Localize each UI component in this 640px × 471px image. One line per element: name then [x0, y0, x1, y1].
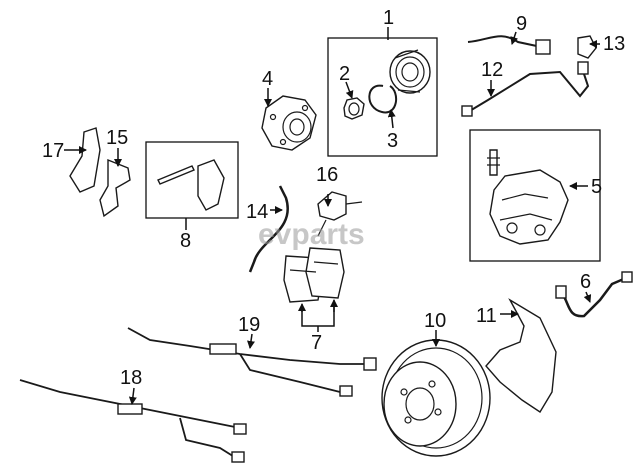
spring-clip-15	[99, 158, 131, 218]
leader-9	[510, 31, 519, 45]
leader-7	[301, 306, 335, 327]
leader-2	[345, 81, 354, 99]
callout-18: 18	[120, 367, 142, 389]
leader-18	[128, 387, 137, 405]
brake-rotor	[381, 339, 491, 457]
callout-8: 8	[180, 230, 191, 252]
splash-shield	[485, 298, 557, 413]
wiring-harness-19	[127, 327, 377, 397]
wiring-harness-18	[19, 379, 247, 463]
callout-14: 14	[246, 201, 268, 223]
pad-hardware	[157, 159, 225, 211]
wear-sensor-9	[467, 35, 551, 55]
callout-6: 6	[580, 271, 591, 293]
callout-13: 13	[603, 33, 625, 55]
callout-17: 17	[42, 140, 64, 162]
leader-19	[247, 333, 255, 349]
callout-2: 2	[339, 63, 350, 85]
callout-12: 12	[481, 59, 503, 81]
brake-caliper	[487, 149, 569, 245]
callout-19: 19	[238, 314, 260, 336]
brake-pads	[283, 247, 345, 303]
hub-nut	[343, 97, 365, 120]
callout-16: 16	[316, 164, 338, 186]
brake-line-12	[461, 61, 590, 117]
sensor-bracket-13	[577, 35, 597, 59]
callout-15: 15	[106, 127, 128, 149]
caliper-group-box	[469, 129, 601, 262]
callout-7: 7	[311, 332, 322, 354]
hub-bearing-kit-box	[327, 37, 438, 157]
callout-11: 11	[476, 305, 497, 327]
snap-ring	[368, 84, 398, 114]
leader-6	[583, 291, 592, 303]
wheel-hub	[261, 95, 317, 151]
callout-5: 5	[591, 176, 602, 198]
pad-hardware-kit-box	[145, 141, 239, 219]
brake-hose-rear	[555, 271, 633, 318]
spring-clip-17	[69, 127, 101, 193]
watermark: evparts	[258, 218, 365, 251]
callout-3: 3	[387, 130, 398, 152]
leader-3	[387, 109, 396, 129]
callout-10: 10	[424, 310, 446, 332]
callout-9: 9	[516, 13, 527, 35]
callout-4: 4	[262, 68, 273, 90]
callout-1: 1	[383, 7, 394, 29]
wheel-bearing	[389, 49, 431, 94]
brake-hose-14	[248, 185, 289, 273]
